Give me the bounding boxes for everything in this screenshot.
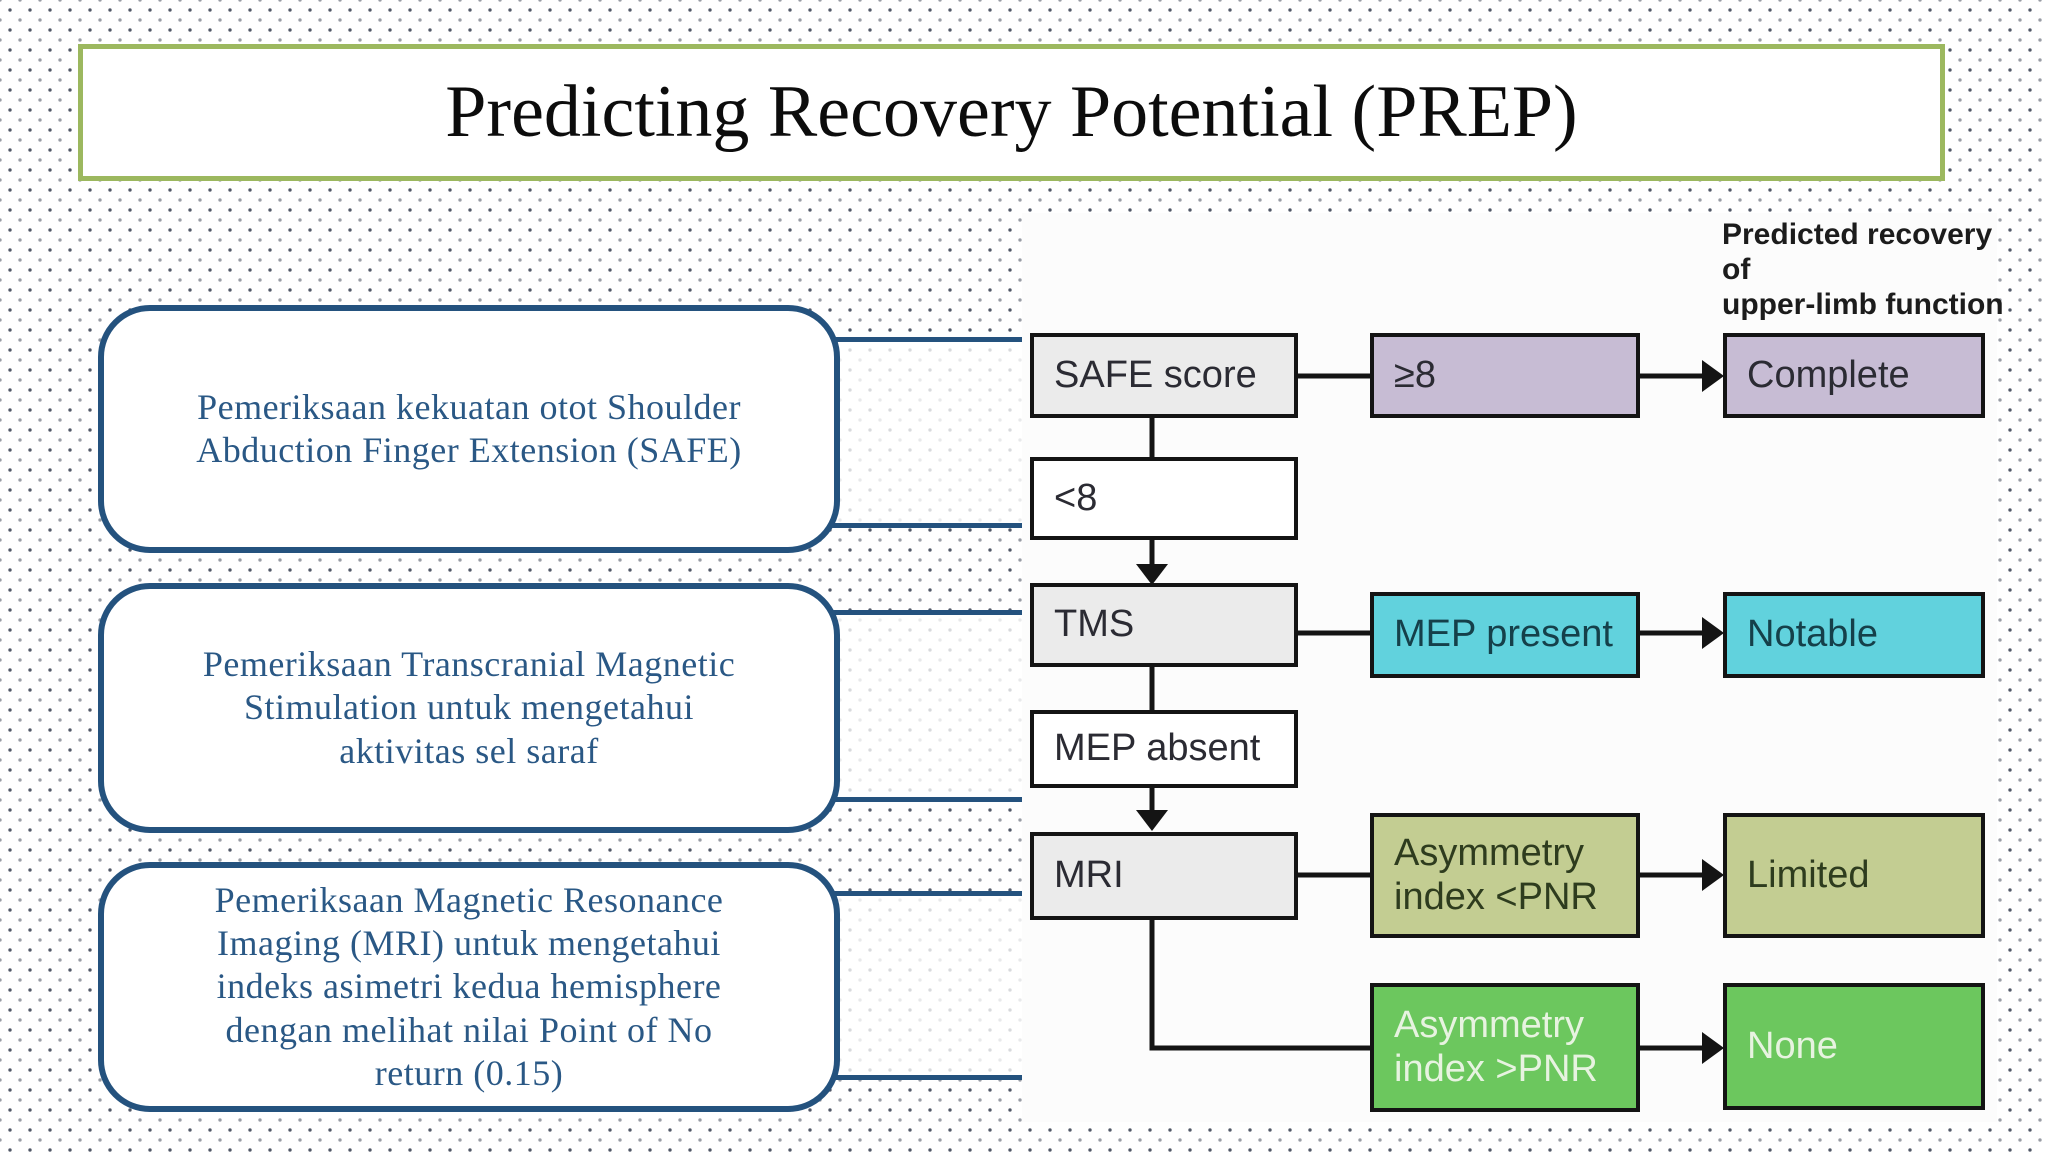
arrowhead-right-limited (1702, 859, 1724, 891)
callout-connector-band-safe (810, 337, 1030, 528)
node-limited-label: Limited (1747, 853, 1870, 896)
slide-title: Predicting Recovery Potential (PREP) (445, 71, 1578, 153)
arrowhead-down-mri (1136, 810, 1168, 831)
node-asymmetry-lt-pnr-label: Asymmetry index <PNR (1394, 831, 1598, 918)
callout-safe-text: Pemeriksaan kekuatan otot Shoulder Abduc… (196, 386, 742, 470)
callout-tms-text: Pemeriksaan Transcranial Magnetic Stimul… (202, 644, 736, 771)
arrowhead-right-none (1702, 1032, 1724, 1064)
node-complete: Complete (1723, 333, 1985, 418)
flowchart-panel: Predicted recovery of upper-limb functio… (1022, 213, 2004, 1122)
node-none: None (1723, 983, 1985, 1110)
node-mep-absent-label: MEP absent (1054, 727, 1261, 770)
callout-connector-band-mri (810, 891, 1030, 1080)
node-tms: TMS (1030, 583, 1298, 667)
arrowhead-down-tms (1136, 564, 1168, 585)
callout-safe: Pemeriksaan kekuatan otot Shoulder Abduc… (98, 305, 840, 553)
arrowhead-right-complete (1702, 360, 1724, 392)
node-safe-score-label: SAFE score (1054, 353, 1257, 396)
title-box: Predicting Recovery Potential (PREP) (78, 44, 1945, 181)
connector-mri-to-asymgt-elbow (1149, 918, 1372, 1051)
flowchart-connectors (1136, 360, 1724, 1064)
arrowhead-right-notable (1702, 617, 1724, 649)
node-limited: Limited (1723, 813, 1985, 938)
node-mep-present: MEP present (1370, 592, 1640, 678)
flowchart-heading: Predicted recovery of upper-limb functio… (1722, 218, 2004, 322)
callout-tms: Pemeriksaan Transcranial Magnetic Stimul… (98, 583, 840, 833)
node-notable: Notable (1723, 592, 1985, 678)
node-mri-label: MRI (1054, 854, 1124, 897)
node-mri: MRI (1030, 832, 1298, 920)
node-mep-absent: MEP absent (1030, 710, 1298, 788)
node-ge8: ≥8 (1370, 333, 1640, 418)
node-mep-present-label: MEP present (1394, 613, 1613, 656)
node-asymmetry-lt-pnr: Asymmetry index <PNR (1370, 813, 1640, 938)
node-safe-score: SAFE score (1030, 333, 1298, 418)
node-notable-label: Notable (1747, 613, 1878, 656)
node-complete-label: Complete (1747, 353, 1910, 396)
node-tms-label: TMS (1054, 603, 1135, 646)
node-none-label: None (1747, 1024, 1838, 1067)
node-asymmetry-gt-pnr: Asymmetry index >PNR (1370, 983, 1640, 1112)
node-lt8: <8 (1030, 457, 1298, 540)
callout-mri: Pemeriksaan Magnetic Resonance Imaging (… (98, 862, 840, 1112)
node-lt8-label: <8 (1054, 476, 1098, 519)
callout-connector-band-tms (810, 610, 1030, 802)
callout-mri-text: Pemeriksaan Magnetic Resonance Imaging (… (214, 880, 724, 1093)
node-ge8-label: ≥8 (1394, 353, 1436, 396)
node-asymmetry-gt-pnr-label: Asymmetry index >PNR (1394, 1003, 1598, 1090)
